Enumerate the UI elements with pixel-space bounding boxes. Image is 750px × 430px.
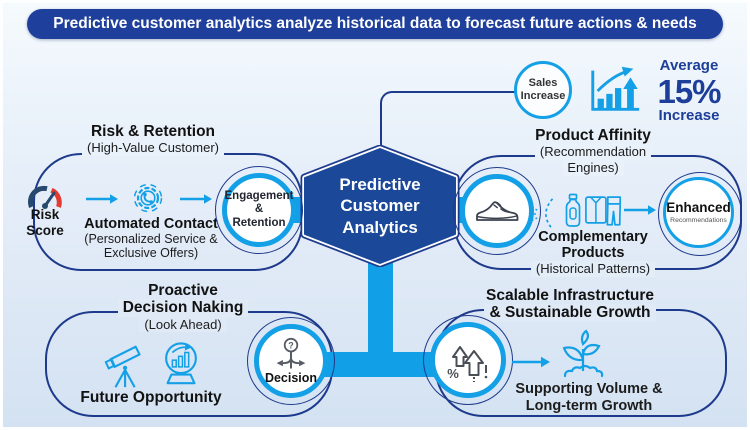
supporting-line-2: Long-term Growth xyxy=(525,398,653,415)
enhanced-node-halo xyxy=(658,172,742,256)
product-affinity-subtitle-1: (Recommendation xyxy=(513,144,673,160)
complementary-line-2: Products xyxy=(561,245,625,262)
decision-node: ? Decision xyxy=(254,324,328,398)
scalable-title-line-1: Scalable Infrastructure xyxy=(486,287,654,304)
bottle-icon xyxy=(563,193,583,229)
sales-line-2: Increase xyxy=(520,90,566,102)
clothing-icon xyxy=(584,192,624,229)
arrow-right-icon xyxy=(511,355,551,369)
arrow-right-icon xyxy=(85,193,119,205)
decision-node-halo xyxy=(247,317,335,405)
automated-contact-sub-2: Exclusive Offers) xyxy=(103,245,199,260)
sales-connector-line xyxy=(380,91,518,151)
proactive-subtitle: (Look Ahead) xyxy=(139,316,227,333)
risk-score-line-1: Risk xyxy=(30,207,60,222)
growth-chart-icon xyxy=(586,63,644,117)
risk-gauge-icon xyxy=(27,182,63,212)
scalable-title-line-2: & Sustainable Growth xyxy=(484,304,656,322)
svg-text:%: % xyxy=(447,366,459,381)
stat-increase-label: Increase xyxy=(658,107,720,125)
risk-score-label: Risk Score xyxy=(13,207,77,238)
product-affinity-title: Product Affinity xyxy=(535,127,651,144)
average-increase-stat: Average 15% Increase xyxy=(637,57,741,125)
hex-line-2: Customer xyxy=(340,196,420,216)
growth-percent-node: % xyxy=(430,322,506,398)
stat-value: 15% xyxy=(657,72,721,110)
decision-label: Decision xyxy=(264,371,318,385)
risk-retention-subtitle: (High-Value Customer) xyxy=(43,140,263,156)
sneaker-node-halo xyxy=(453,167,541,255)
sales-increase-bubble: Sales Increase xyxy=(514,61,572,119)
engagement-node-halo xyxy=(215,166,303,254)
product-affinity-subtitle-text-1: (Recommendation xyxy=(534,144,652,160)
engagement-retention-node: Engagement & Retention xyxy=(222,173,296,247)
future-opportunity-label: Future Opportunity xyxy=(80,389,222,406)
automated-contact-gear-phone-icon xyxy=(130,180,166,216)
hexagon-shape-icon xyxy=(300,145,460,267)
crystal-ball-icon xyxy=(158,340,204,388)
complementary-line-1: Complementary xyxy=(538,229,648,245)
growth-node-halo xyxy=(423,315,513,405)
product-affinity-subtitle-text-2: Engines) xyxy=(562,160,624,176)
engagement-line-2: & Retention xyxy=(232,203,286,229)
sneaker-icon xyxy=(474,196,520,226)
stat-average-label: Average xyxy=(659,57,719,74)
proactive-title-block: Proactive Decision Naking (Look Ahead) xyxy=(73,282,293,333)
risk-score-line-2: Score xyxy=(26,222,64,238)
automated-contact-title: Automated Contact xyxy=(84,216,218,232)
automated-contact-label: Automated Contact (Personalized Service … xyxy=(63,216,239,260)
risk-retention-title: Risk & Retention xyxy=(90,123,215,140)
recommendation-fan-icon xyxy=(527,195,561,233)
sneaker-node xyxy=(460,174,534,248)
enhanced-title: Enhanced xyxy=(666,200,731,216)
complementary-subtitle: (Historical Patterns) xyxy=(530,261,656,278)
engagement-line-1: Engagement xyxy=(224,189,294,202)
proactive-title-line-1: Proactive xyxy=(148,282,218,299)
decision-branching-icon: ? xyxy=(269,337,313,373)
central-hexagon xyxy=(300,145,460,267)
central-hexagon-title: Predictive Customer Analytics xyxy=(303,165,457,247)
enhanced-subtitle: Recommendations xyxy=(670,216,727,224)
sales-line-1: Sales xyxy=(528,77,558,90)
hex-line-1: Predictive xyxy=(339,175,421,195)
complementary-products-label: Complementary Products (Historical Patte… xyxy=(515,229,671,278)
supporting-volume-label: Supporting Volume & Long-term Growth xyxy=(493,381,685,415)
banner: Predictive customer analytics analyze hi… xyxy=(27,9,723,39)
banner-text: Predictive customer analytics analyze hi… xyxy=(53,15,697,32)
product-affinity-subtitle-2: Engines) xyxy=(513,160,673,176)
scalable-title-block: Scalable Infrastructure & Sustainable Gr… xyxy=(455,287,685,322)
risk-retention-subtitle-text: (High-Value Customer) xyxy=(82,140,224,156)
sprout-icon xyxy=(556,329,610,381)
automated-contact-sub-1: (Personalized Service & xyxy=(84,231,218,246)
telescope-icon xyxy=(101,341,153,391)
arrow-right-icon xyxy=(179,193,213,205)
enhanced-recommendations-node: Enhanced Recommendations xyxy=(663,177,734,248)
proactive-title-line-2: Decision Naking xyxy=(117,299,249,317)
svg-text:?: ? xyxy=(288,340,294,350)
growth-arrows-percent-icon: % xyxy=(445,337,491,383)
hex-line-3: Analytics xyxy=(342,217,418,237)
supporting-line-1: Supporting Volume & xyxy=(515,381,663,397)
arrow-right-icon xyxy=(623,204,657,216)
